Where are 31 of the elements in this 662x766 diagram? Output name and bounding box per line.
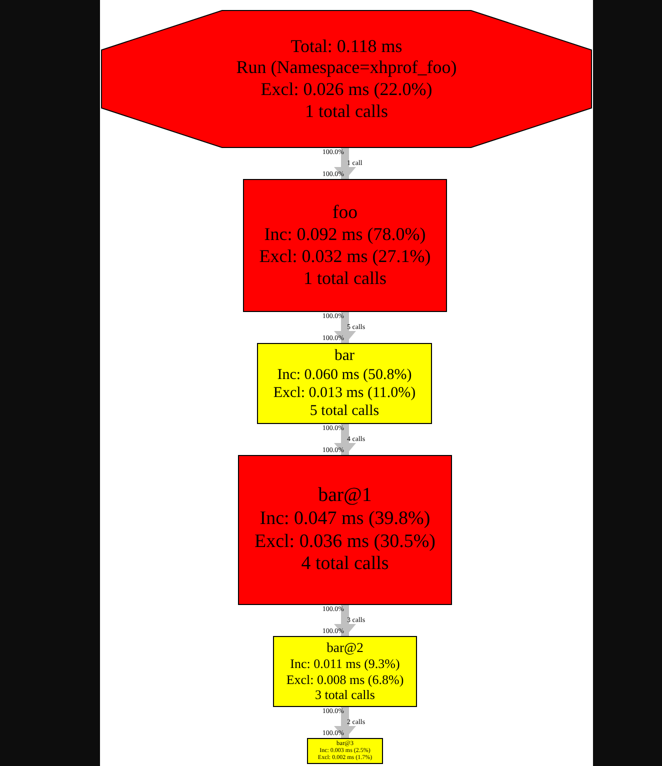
node-stat: Run (Namespace=xhprof_foo) [236, 57, 457, 79]
node-stat: Excl: 0.032 ms (27.1%) [259, 246, 431, 268]
node-stat: 1 total calls [304, 268, 386, 290]
octagon-node [101, 10, 592, 148]
function-box [257, 343, 432, 424]
function-box [273, 636, 417, 707]
node-title: bar@2 [326, 640, 364, 656]
function-box [307, 738, 383, 764]
node-stat: Excl: 0.008 ms (6.8%) [286, 672, 404, 688]
node-stat: 3 total calls [315, 687, 375, 704]
node-title: foo [332, 202, 358, 224]
arrow [334, 424, 356, 456]
function-box [238, 455, 452, 605]
node-title: bar [334, 347, 355, 366]
node-title: Total: 0.118 ms [290, 36, 402, 58]
node-stat: Excl: 0.036 ms (30.5%) [254, 530, 436, 554]
node-stat: Excl: 0.026 ms (22.0%) [260, 79, 432, 101]
node-title: bar@1 [318, 484, 372, 508]
node-stat: Inc: 0.092 ms (78.0%) [264, 224, 426, 246]
node-stat: 5 total calls [310, 402, 380, 420]
node-stat: Inc: 0.011 ms (9.3%) [290, 656, 400, 672]
node-stat: 4 total calls [301, 553, 389, 576]
arrow [334, 312, 356, 344]
arrow [334, 707, 356, 739]
arrow [334, 605, 356, 637]
function-box [243, 179, 447, 312]
arrow [334, 148, 356, 180]
node-stat: Excl: 0.013 ms (11.0%) [273, 384, 416, 402]
node-stat: Inc: 0.047 ms (39.8%) [260, 508, 430, 531]
node-stat: 1 total calls [305, 100, 388, 122]
node-stat: Inc: 0.060 ms (50.8%) [277, 366, 412, 384]
